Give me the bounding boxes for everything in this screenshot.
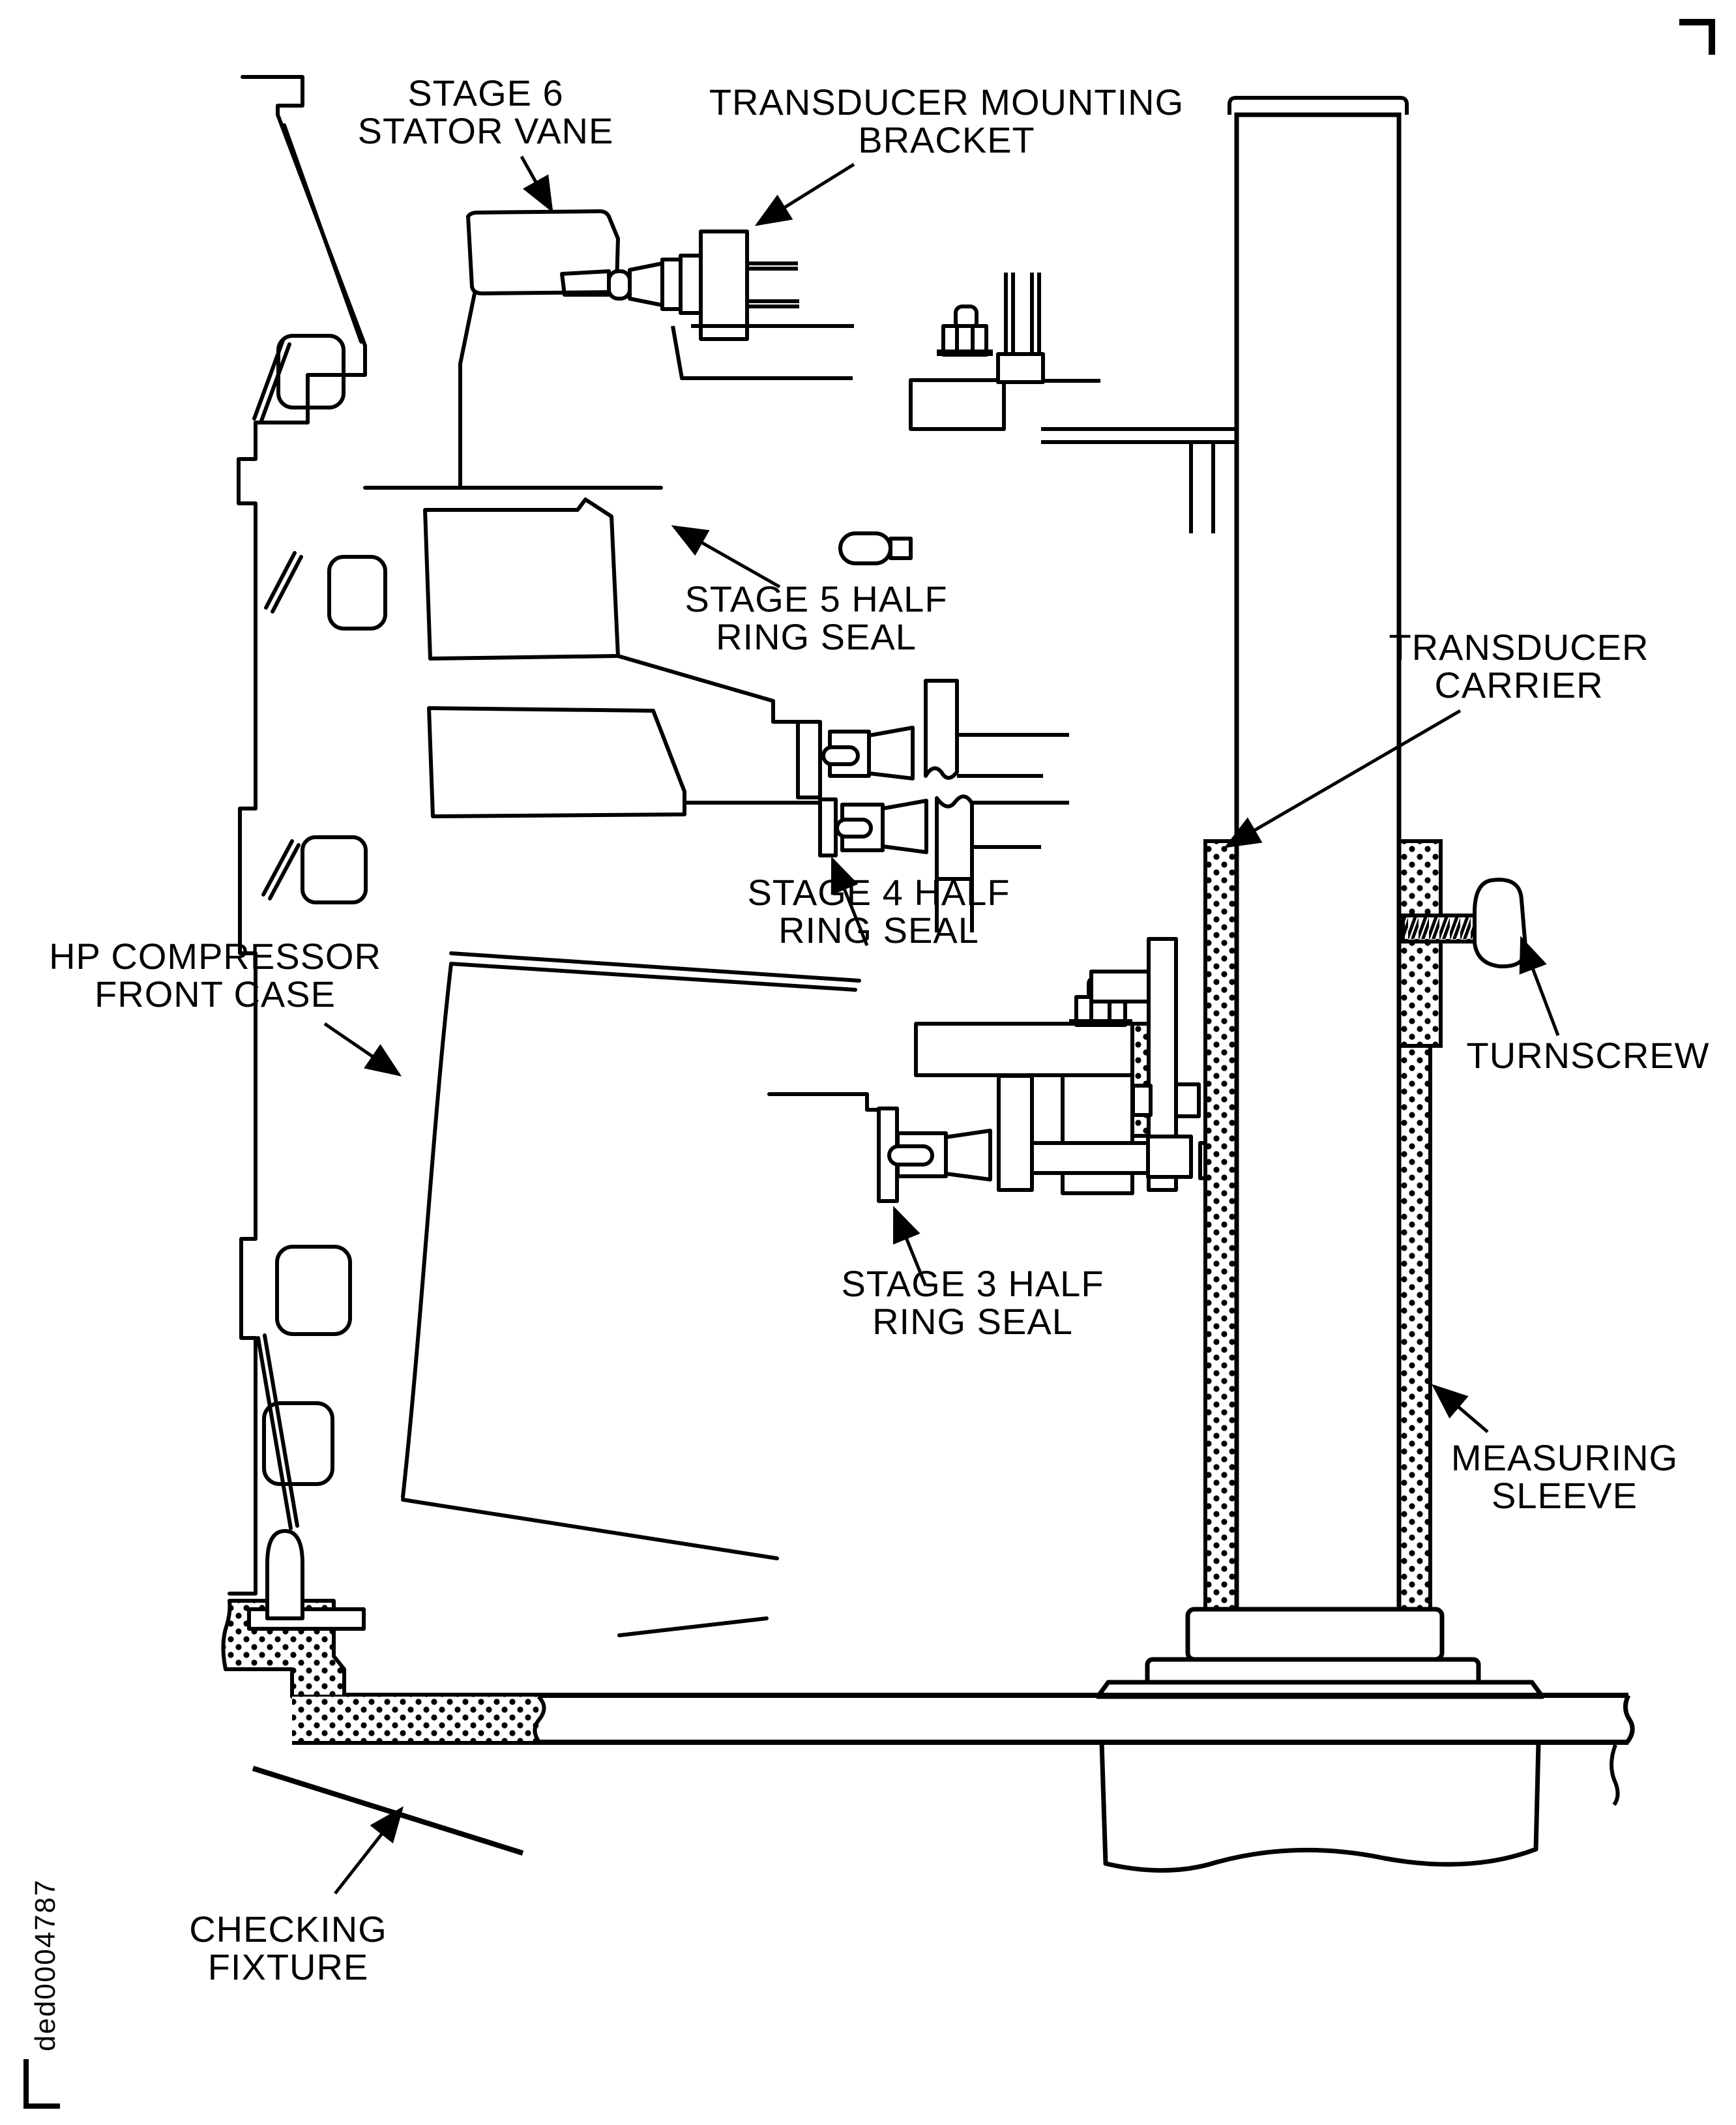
base-break-block bbox=[1099, 1742, 1541, 1873]
turnscrew bbox=[1401, 878, 1528, 969]
corner-mark-top-right bbox=[1679, 19, 1715, 55]
measuring-sleeve-arrow bbox=[1432, 1384, 1489, 1433]
measuring-column bbox=[1203, 96, 1443, 1612]
label-mounting-bracket-line2: BRACKET bbox=[858, 119, 1035, 160]
label-stage5-line1: STAGE 5 HALF bbox=[684, 578, 947, 619]
label-mounting-bracket-line1: TRANSDUCER MOUNTING bbox=[709, 82, 1184, 123]
label-checking-fixture-line2: FIXTURE bbox=[208, 1946, 369, 1987]
label-measuring-sleeve-line2: SLEEVE bbox=[1492, 1475, 1638, 1516]
stage5-half-ring-seal-and-probe bbox=[796, 679, 1069, 799]
turnscrew-arrow bbox=[1519, 936, 1560, 1036]
measuring-sleeve-lower bbox=[1397, 1044, 1432, 1611]
stage3-half-ring-seal-and-probe bbox=[877, 1074, 1193, 1203]
label-stage4-line1: STAGE 4 HALF bbox=[747, 872, 1010, 913]
stage3-arrow bbox=[892, 1206, 928, 1286]
label-checking-fixture-line1: CHECKING bbox=[189, 1909, 387, 1950]
label-stage3-line1: STAGE 3 HALF bbox=[841, 1263, 1104, 1304]
label-stage6-line2: STATOR VANE bbox=[358, 110, 614, 151]
label-stage6-line1: STAGE 6 bbox=[407, 72, 563, 113]
stage4-half-ring-seal-and-probe bbox=[818, 794, 1069, 932]
stage5-arrow bbox=[671, 525, 781, 589]
corner-mark-bottom-left bbox=[23, 2059, 60, 2109]
label-carrier-line1: TRANSDUCER bbox=[1389, 627, 1649, 668]
label-stage3-line2: RING SEAL bbox=[872, 1301, 1073, 1342]
label-carrier-line2: CARRIER bbox=[1434, 664, 1603, 706]
label-hp-case-line1: HP COMPRESSOR bbox=[49, 936, 381, 977]
checking-fixture-section bbox=[221, 1529, 546, 1856]
locator-dome-pin bbox=[265, 1529, 304, 1620]
figure-id-text: ded0004787 bbox=[29, 1879, 61, 2051]
hp-compressor-front-case-outline bbox=[228, 75, 881, 1637]
transducer-mounting-bracket-assembly bbox=[607, 230, 854, 380]
label-hp-case-line2: FRONT CASE bbox=[95, 973, 336, 1015]
stage4-arrow bbox=[831, 856, 869, 946]
label-measuring-sleeve-line1: MEASURING bbox=[1451, 1437, 1678, 1478]
fixture-chamfer-edge bbox=[252, 1766, 524, 1856]
label-stage5-line2: RING SEAL bbox=[716, 616, 917, 657]
carrier-arrow bbox=[1224, 709, 1462, 848]
label-turnscrew: TURNSCREW bbox=[1467, 1035, 1710, 1076]
callout-labels: STAGE 6 STATOR VANE TRANSDUCER MOUNTING … bbox=[29, 72, 1709, 2051]
column-body bbox=[1234, 112, 1402, 1612]
label-stage4-line2: RING SEAL bbox=[778, 910, 979, 951]
checking-fixture-arrow bbox=[334, 1806, 404, 1895]
transducer-carrier-left-sleeve bbox=[1203, 839, 1239, 1611]
upper-carriage-clamp bbox=[838, 273, 1237, 565]
callout-arrows bbox=[323, 155, 1560, 1895]
column-pedestal-and-base bbox=[292, 1607, 1635, 1873]
stage6-arrow bbox=[520, 155, 553, 213]
mounting-bracket-arrow bbox=[754, 162, 855, 226]
hp-case-arrow bbox=[323, 1022, 402, 1077]
